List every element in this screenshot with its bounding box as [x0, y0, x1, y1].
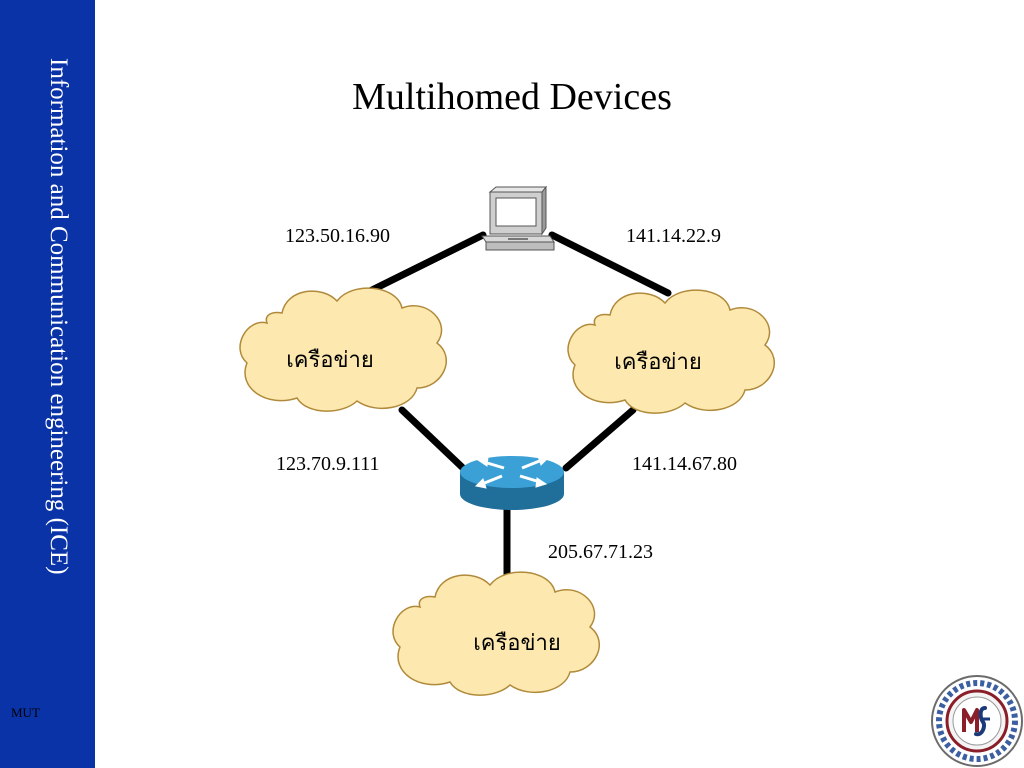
link-right-router: [562, 406, 637, 472]
network-links: [362, 231, 672, 579]
cloud-label-bottom: เครือข่าย: [473, 630, 561, 655]
address-router-right: 141.14.67.80: [632, 453, 737, 475]
link-host-right: [548, 231, 672, 297]
router-icon: [460, 455, 564, 510]
sidebar-band: Information and Communication engineerin…: [0, 0, 95, 768]
link-host-left: [362, 231, 487, 297]
cloud-label-left: เครือข่าย: [286, 347, 374, 372]
address-host-right: 141.14.22.9: [626, 225, 721, 247]
slide-title: Multihomed Devices: [352, 76, 672, 118]
link-left-router: [398, 406, 467, 472]
address-router-bottom: 205.67.71.23: [548, 541, 653, 563]
computer-icon: [481, 185, 555, 251]
footer-label: MUT: [11, 705, 40, 720]
address-router-left: 123.70.9.111: [276, 453, 380, 475]
university-seal-icon: [931, 675, 1023, 767]
cloud-label-right: เครือข่าย: [614, 349, 702, 374]
sidebar-title: Information and Communication engineerin…: [45, 58, 72, 575]
address-host-left: 123.50.16.90: [285, 225, 390, 247]
